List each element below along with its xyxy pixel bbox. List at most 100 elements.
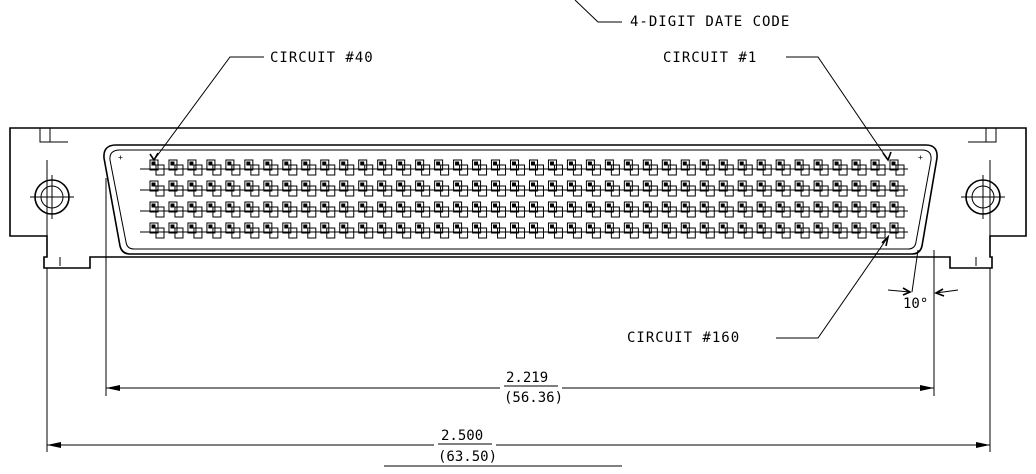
contact <box>301 180 317 197</box>
contact <box>339 159 355 176</box>
contact <box>547 201 563 218</box>
contact <box>491 159 507 176</box>
contact <box>604 201 620 218</box>
contact <box>756 201 772 218</box>
contact <box>396 180 412 197</box>
contact <box>149 222 165 239</box>
contact <box>623 159 639 176</box>
contact <box>585 201 601 218</box>
contact <box>168 222 184 239</box>
circuit-40-callout: CIRCUIT #40 <box>149 50 374 162</box>
contact <box>604 222 620 239</box>
contact <box>794 159 810 176</box>
contact <box>775 222 791 239</box>
inner-width-inches: 2.219 <box>506 370 548 386</box>
contact <box>339 180 355 197</box>
contact <box>889 201 905 218</box>
contact <box>491 180 507 197</box>
contact <box>491 201 507 218</box>
contact <box>813 180 829 197</box>
contact <box>301 159 317 176</box>
contact <box>775 180 791 197</box>
connector-body <box>9 127 1027 269</box>
contact <box>453 201 469 218</box>
contact <box>263 180 279 197</box>
svg-text:+: + <box>918 153 923 162</box>
contact <box>472 159 488 176</box>
contact <box>680 159 696 176</box>
dimension-overall-width: 2.500 (63.50) <box>46 268 991 467</box>
contact <box>528 222 544 239</box>
contact <box>168 180 184 197</box>
contact <box>149 159 165 176</box>
circuit-40-label: CIRCUIT #40 <box>270 50 374 66</box>
contact <box>244 222 260 239</box>
contact <box>642 180 658 197</box>
contact <box>604 180 620 197</box>
contact <box>775 159 791 176</box>
overall-width-inches: 2.500 <box>441 428 483 444</box>
contact <box>225 159 241 176</box>
contact <box>623 201 639 218</box>
angle-label: 10° <box>903 296 928 312</box>
contact <box>566 159 582 176</box>
contact <box>472 180 488 197</box>
contact <box>434 159 450 176</box>
contact <box>642 222 658 239</box>
contact <box>339 201 355 218</box>
contact <box>547 222 563 239</box>
contact <box>358 159 374 176</box>
contact <box>851 201 867 218</box>
contact <box>282 159 298 176</box>
contact <box>642 159 658 176</box>
contact <box>585 222 601 239</box>
contact <box>870 180 886 197</box>
contact <box>775 201 791 218</box>
contact <box>225 201 241 218</box>
contact <box>187 201 203 218</box>
contact <box>699 159 715 176</box>
contact <box>187 159 203 176</box>
contact <box>547 159 563 176</box>
contact <box>453 180 469 197</box>
date-code-callout: 4-DIGIT DATE CODE <box>574 0 790 30</box>
contact <box>301 222 317 239</box>
angle-callout: 10° <box>887 249 959 312</box>
contact <box>377 159 393 176</box>
contact <box>453 159 469 176</box>
contact <box>320 159 336 176</box>
contact <box>680 222 696 239</box>
contact <box>680 180 696 197</box>
contact <box>528 159 544 176</box>
contact <box>528 180 544 197</box>
contact <box>263 159 279 176</box>
contact <box>187 180 203 197</box>
contact <box>794 180 810 197</box>
contact <box>510 222 526 239</box>
dimension-inner-width: 2.219 (56.36) <box>105 178 935 406</box>
contact <box>661 159 677 176</box>
contact <box>718 222 734 239</box>
contact <box>851 222 867 239</box>
contact <box>206 201 222 218</box>
mounting-hole-left <box>30 175 74 219</box>
contact <box>149 180 165 197</box>
contact <box>813 201 829 218</box>
contact <box>510 159 526 176</box>
d-shell: + + <box>103 144 938 255</box>
contact <box>206 159 222 176</box>
contact <box>699 222 715 239</box>
contact <box>661 180 677 197</box>
contact <box>434 201 450 218</box>
inner-width-mm: (56.36) <box>504 390 563 406</box>
contact <box>718 201 734 218</box>
contact <box>794 201 810 218</box>
contact <box>813 222 829 239</box>
contact <box>472 222 488 239</box>
overall-width-mm: (63.50) <box>438 449 497 465</box>
date-code-label: 4-DIGIT DATE CODE <box>630 14 790 30</box>
contact <box>889 222 905 239</box>
contact <box>377 222 393 239</box>
contact <box>680 201 696 218</box>
contact <box>358 201 374 218</box>
